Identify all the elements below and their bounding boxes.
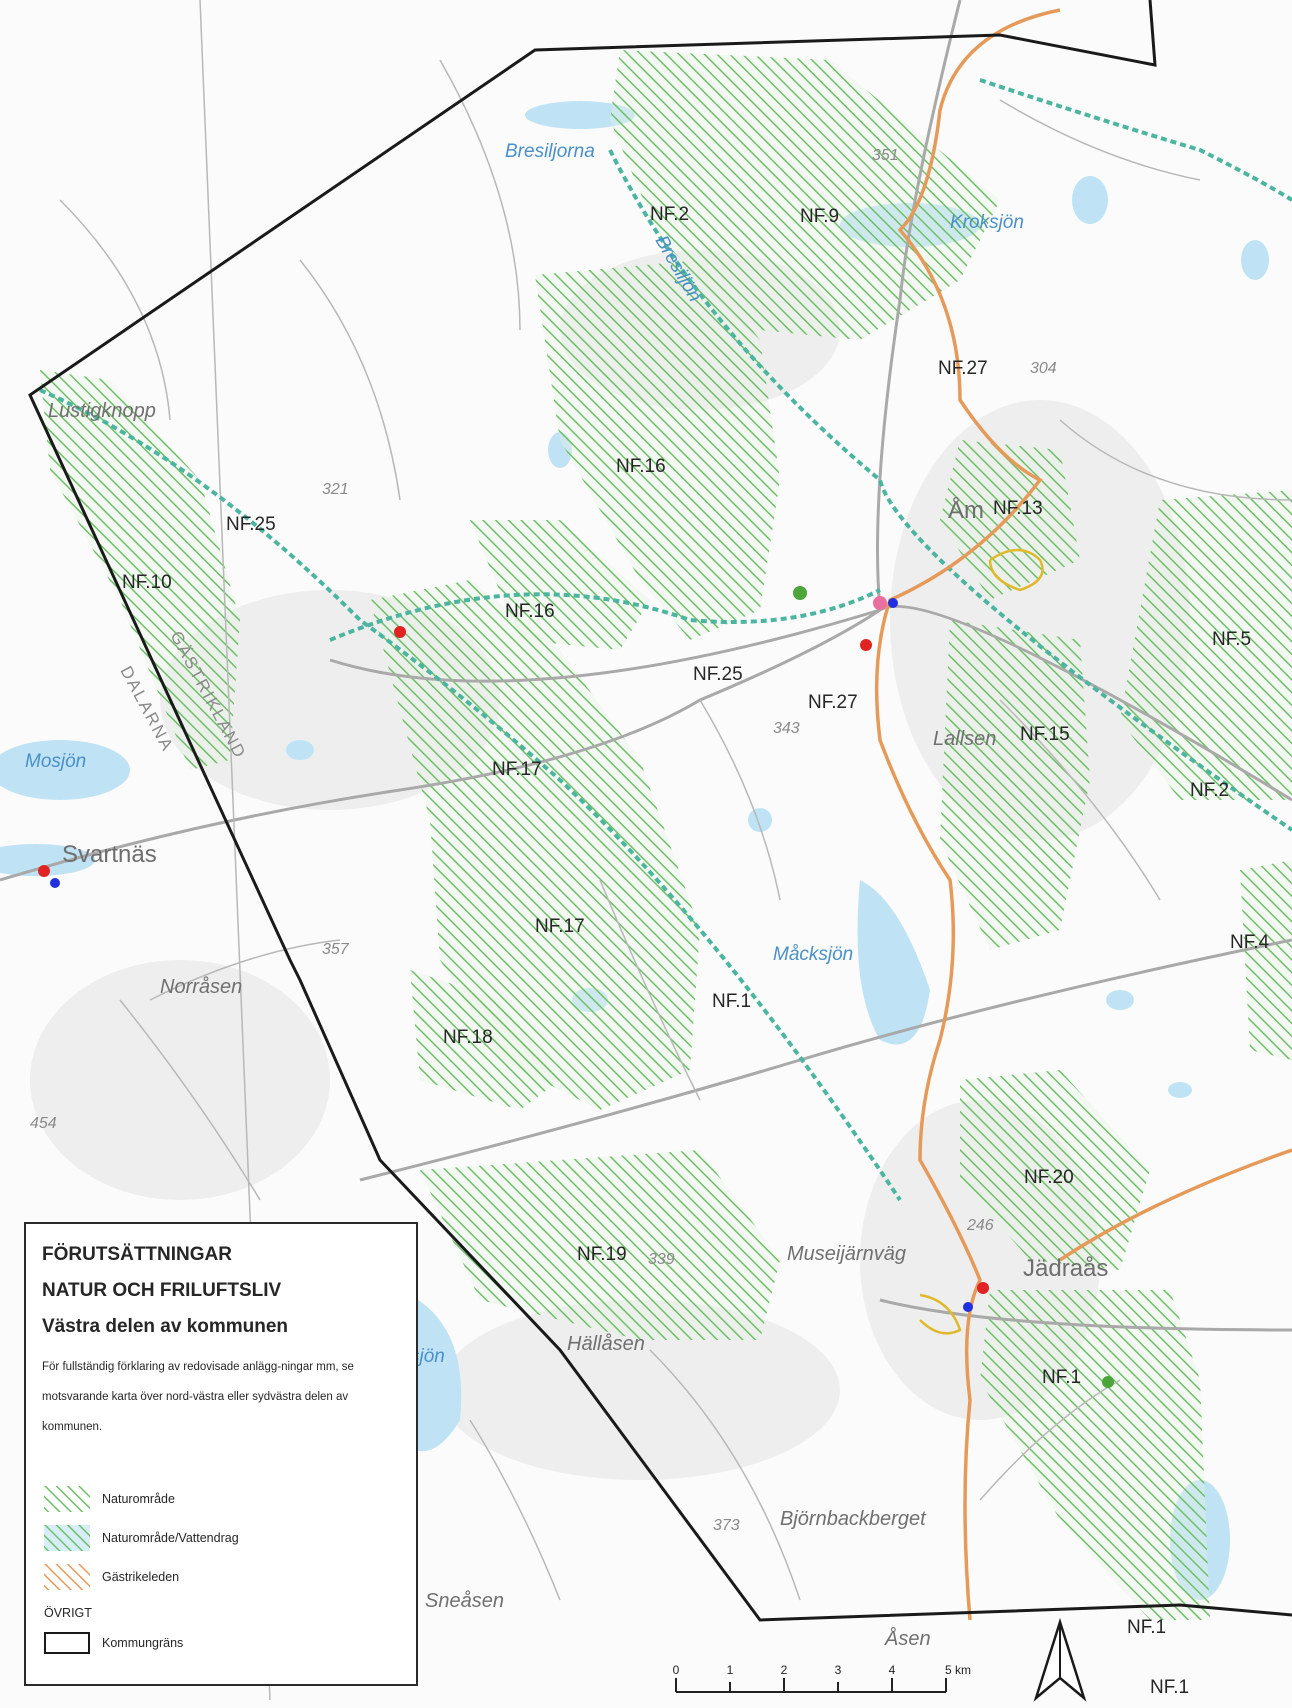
yellow-trail (919, 548, 1044, 1335)
municipality-border (28, 0, 1292, 1622)
svg-text:NF.18: NF.18 (443, 1027, 493, 1048)
svg-text:5 km: 5 km (945, 1663, 971, 1677)
pink-marker (873, 596, 887, 610)
svg-text:NF.27: NF.27 (938, 358, 988, 379)
elevation-label: 343 (773, 720, 800, 737)
svg-text:NF.1: NF.1 (1042, 1367, 1081, 1388)
legend-title: FÖRUTSÄTTNINGAR (42, 1244, 232, 1265)
svg-text:NF.5: NF.5 (1212, 629, 1251, 650)
green-marker (793, 586, 807, 600)
elevation-label: 351 (872, 147, 899, 164)
elevation-label: 373 (713, 1517, 740, 1534)
red-marker (38, 865, 50, 877)
place-label: Åm (948, 496, 984, 524)
legend-subtitle: Västra delen av kommunen (42, 1316, 289, 1337)
lake-label: sjön (410, 1346, 445, 1367)
svg-text:NF.16: NF.16 (616, 456, 666, 477)
teal-trails (39, 78, 1292, 1202)
place-label: Åsen (884, 1627, 931, 1650)
orange-hatch-swatch-icon (44, 1564, 90, 1590)
svg-text:NF.16: NF.16 (505, 601, 555, 622)
legend-other-heading: ÖVRIGT (44, 1606, 92, 1620)
place-label: Svartnäs (62, 841, 157, 868)
elevation-label: 304 (1030, 360, 1057, 377)
svg-text:NF.9: NF.9 (800, 206, 839, 227)
poi-markers (38, 586, 1114, 1388)
red-marker (860, 639, 872, 651)
elevation-label: 246 (966, 1217, 994, 1234)
lake-label: Mosjön (25, 751, 86, 772)
legend-item-kommungrans: Kommungräns (44, 1632, 183, 1654)
svg-text:NF.19: NF.19 (577, 1244, 627, 1265)
svg-text:NF.1: NF.1 (1127, 1617, 1166, 1638)
scale-bar: 0 1 2 3 4 5 km (673, 1663, 971, 1693)
red-marker (977, 1282, 989, 1294)
blue-marker (50, 878, 60, 888)
svg-text:NF.13: NF.13 (993, 498, 1043, 519)
blue-marker (888, 598, 898, 608)
nature-area-labels: NF.2 NF.9 NF.27 NF.16 NF.13 NF.25 NF.10 … (122, 204, 1270, 1698)
elevation-label: 357 (322, 941, 350, 958)
svg-text:NF.15: NF.15 (1020, 724, 1070, 745)
place-label: Jädraås (1023, 1255, 1108, 1282)
lake-label: Kroksjön (950, 212, 1024, 233)
svg-text:NF.4: NF.4 (1230, 932, 1270, 953)
legend-description: För fullständig förklaring av redovisade… (42, 1361, 354, 1433)
svg-text:NF.27: NF.27 (808, 692, 858, 713)
svg-text:4: 4 (889, 1663, 896, 1677)
blue-marker (963, 1302, 973, 1312)
elevation-label: 339 (648, 1251, 675, 1268)
svg-text:NF.2: NF.2 (650, 204, 689, 225)
place-label: Björnbackberget (780, 1508, 927, 1530)
svg-text:NF.17: NF.17 (535, 916, 585, 937)
lake-label: Bresiljorna (505, 141, 595, 162)
svg-text:2: 2 (781, 1663, 788, 1677)
place-label: Norråsen (160, 976, 242, 998)
red-marker (394, 626, 406, 638)
elevation-label: 321 (322, 481, 349, 498)
svg-text:1: 1 (727, 1663, 734, 1677)
svg-text:NF.2: NF.2 (1190, 780, 1229, 801)
green-marker (1102, 1376, 1114, 1388)
svg-text:NF.25: NF.25 (226, 514, 276, 535)
gastrikeleden-trail (874, 8, 1292, 1621)
elevation-label: 454 (30, 1115, 57, 1132)
lake-label: Lallsen (933, 728, 996, 750)
place-label: Sneåsen (425, 1590, 504, 1612)
map-legend: FÖRUTSÄTTNINGAR NATUR OCH FRILUFTSLIV Vä… (24, 1222, 418, 1686)
svg-text:NF.17: NF.17 (492, 759, 542, 780)
place-label: Hällåsen (567, 1333, 645, 1355)
hatch-water-swatch-icon (44, 1525, 90, 1551)
svg-text:NF.10: NF.10 (122, 572, 172, 593)
legend-item-naturomrade: Naturområde (44, 1486, 175, 1512)
svg-text:NF.1: NF.1 (1150, 1677, 1189, 1698)
legend-item-naturomrade-vattendrag: Naturområde/Vattendrag (44, 1525, 239, 1551)
svg-text:0: 0 (673, 1663, 680, 1677)
place-label: Lustigknopp (48, 400, 156, 422)
border-swatch-icon (44, 1632, 90, 1654)
svg-text:NF.20: NF.20 (1024, 1167, 1074, 1188)
hatch-swatch-icon (44, 1486, 90, 1512)
svg-text:NF.25: NF.25 (693, 664, 743, 685)
legend-title: NATUR OCH FRILUFTSLIV (42, 1280, 282, 1301)
lake-label: Måcksjön (773, 944, 853, 965)
north-arrow-icon (1033, 1617, 1087, 1702)
legend-item-gastrikeleden: Gästrikeleden (44, 1564, 179, 1590)
svg-text:NF.1: NF.1 (712, 991, 751, 1012)
place-label: Museijärnväg (787, 1243, 906, 1265)
svg-text:3: 3 (835, 1663, 842, 1677)
